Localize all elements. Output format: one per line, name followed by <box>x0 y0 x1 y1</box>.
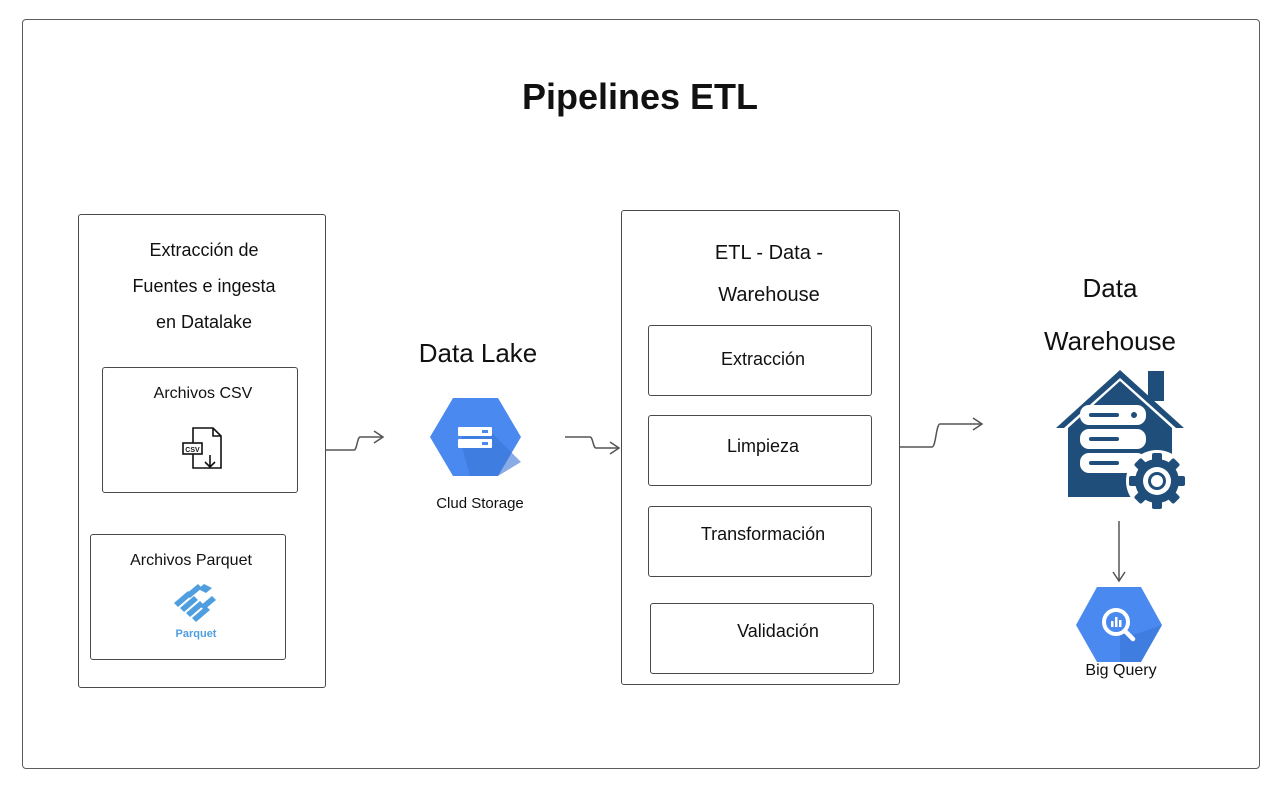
warehouse-title-line: Warehouse <box>1044 326 1176 356</box>
etl-step-extraccion <box>648 325 872 396</box>
page-title: Pipelines ETL <box>521 76 759 117</box>
csv-files-label: Archivos CSV <box>153 385 253 402</box>
extraction-heading-line: Fuentes e ingesta <box>132 276 276 296</box>
connector-lake-to-etl <box>565 436 618 449</box>
parquet-files-label: Archivos Parquet <box>130 552 252 569</box>
extraction-heading: Extracción de Fuentes e ingesta en Datal… <box>78 232 330 340</box>
parquet-logo-text: Parquet <box>176 628 217 640</box>
bigquery-label: Big Query <box>1085 662 1157 679</box>
gear-icon <box>1126 450 1188 512</box>
etl-step-label: Transformación <box>700 524 826 544</box>
connector-etl-to-warehouse <box>900 423 981 448</box>
cloud-storage-label: Clud Storage <box>436 495 524 512</box>
etl-heading-line: Warehouse <box>718 284 820 306</box>
diagram-frame <box>22 19 1260 769</box>
connector-extraction-to-lake <box>326 436 382 451</box>
extraction-heading-line: Extracción de <box>149 240 259 260</box>
data-lake-title: Data Lake <box>418 338 538 368</box>
arrowhead-lake-to-etl <box>609 441 621 455</box>
etl-step-label: Extracción <box>720 349 806 369</box>
etl-step-validacion <box>650 603 874 674</box>
csv-icon-text: CSV <box>185 447 200 454</box>
etl-step-label: Validación <box>737 621 819 641</box>
arrowhead-warehouse-to-bigquery <box>1112 571 1126 583</box>
arrowhead-etl-to-warehouse <box>972 417 984 431</box>
etl-step-limpieza <box>648 415 872 486</box>
etl-step-label: Limpieza <box>726 436 800 456</box>
etl-heading: ETL - Data - Warehouse <box>621 232 917 316</box>
warehouse-title: Data Warehouse <box>1030 262 1190 368</box>
csv-files-card <box>102 367 298 493</box>
warehouse-title-line: Data <box>1082 273 1138 303</box>
etl-step-transformacion <box>648 506 872 577</box>
extraction-heading-line: en Datalake <box>155 312 253 332</box>
etl-heading-line: ETL - Data - <box>714 242 824 264</box>
arrowhead-extraction-to-lake <box>373 430 385 444</box>
